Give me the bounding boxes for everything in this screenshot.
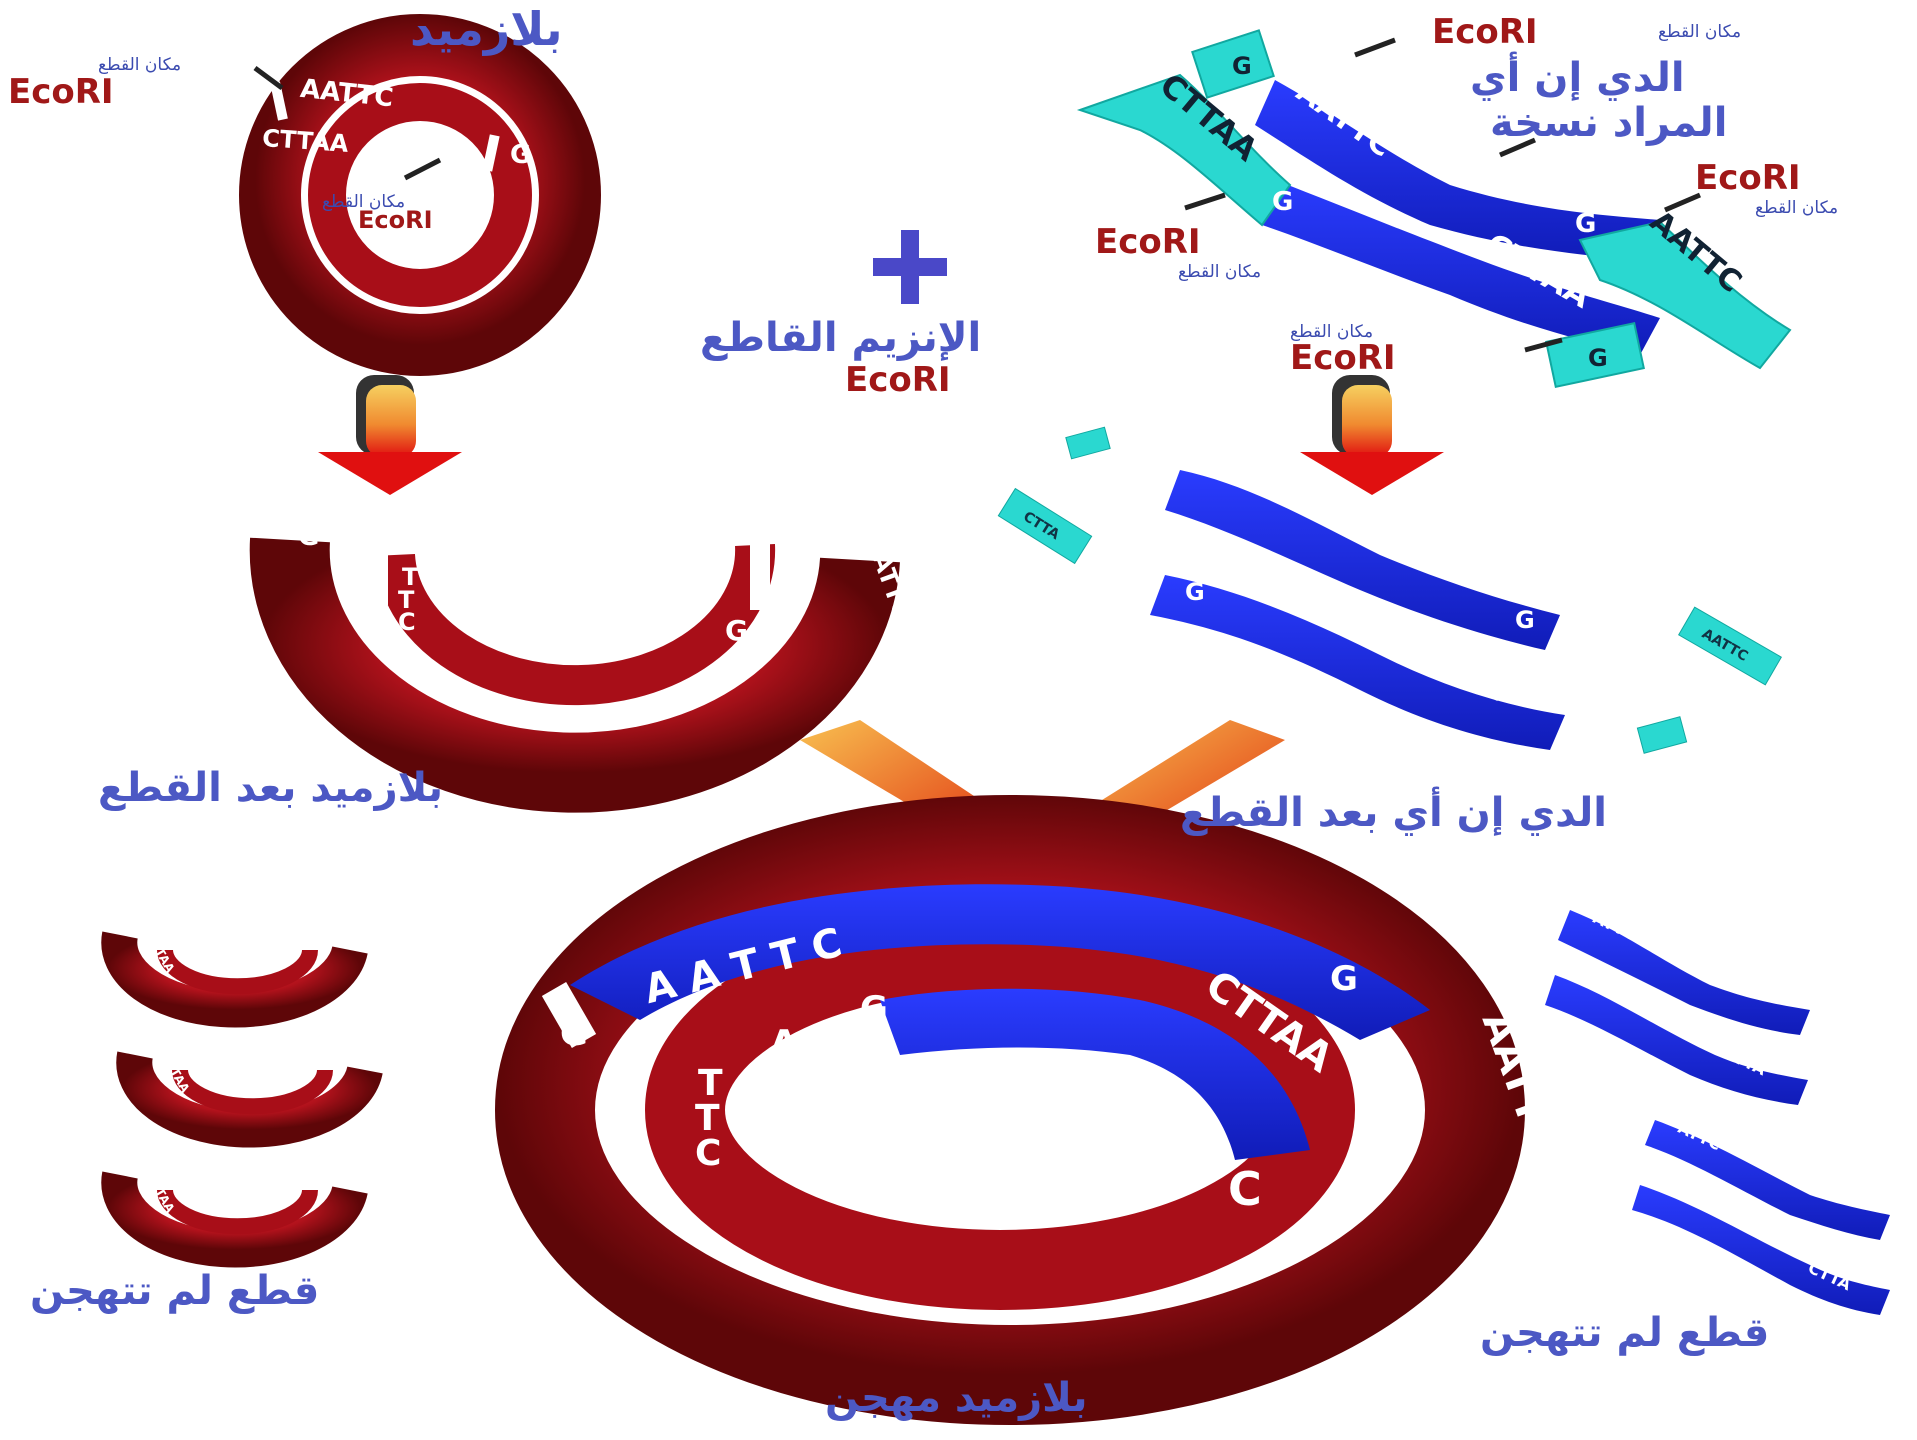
plasmid-hybrid: A A T T C G G AATTC A A G T T C CTTAA C <box>495 795 1565 1425</box>
plasmid-inner-cttaa: CTTAA <box>261 124 349 158</box>
cut-dna-g-2: G <box>1185 578 1205 606</box>
cyan-piece-4 <box>1636 716 1688 754</box>
mini-plasmid: TTAA <box>116 1051 383 1148</box>
hybrid-inner-g: G <box>860 989 888 1029</box>
ecori-label-right: EcoRI <box>1695 158 1801 198</box>
hybrid-inner-c: C <box>695 1133 721 1174</box>
hybrid-outer-ring <box>495 795 1525 1425</box>
plasmid-inner-g: G <box>510 140 531 170</box>
cut-g-left: G <box>298 522 319 552</box>
hybrid-outer-g-blue: G <box>1330 959 1358 999</box>
cut-t-2: T <box>398 586 415 614</box>
cut-a-1: A <box>450 512 472 545</box>
hybrid-outer-g-left: G <box>560 1014 588 1054</box>
cyan-piece-3 <box>1678 606 1782 686</box>
unhybridized-dna: ATTC CTTA ATTC CTTA <box>1545 908 1890 1315</box>
dna-after-cut-label: الدي إن أي بعد القطع <box>1180 790 1607 836</box>
plasmid-cut-outer <box>249 537 900 813</box>
hybrid-inner-t2: T <box>695 1098 720 1139</box>
cut-t-1: T <box>402 563 419 591</box>
cut-a-2: A <box>418 538 437 566</box>
sticky-end-bottom-right-g <box>1545 321 1645 389</box>
sticky-end-right-cyan <box>1578 220 1792 370</box>
hybrid-outer-blue-segment <box>570 884 1430 1040</box>
pointer-arrow-icon <box>1184 37 1701 353</box>
ecori-label-inner: EcoRI <box>358 206 433 234</box>
mini-dna <box>1632 1185 1890 1315</box>
sticky-end-top-left-g <box>1191 29 1275 99</box>
cut-g-right: G <box>725 614 748 647</box>
cut-site-label-mid: مكان القطع <box>1178 262 1262 282</box>
down-arrow-icon <box>1300 375 1444 495</box>
cut-dna-g-1: G <box>1515 606 1535 634</box>
hybrid-inner-ring <box>645 910 1355 1310</box>
hybrid-inner-blue-segment <box>880 988 1310 1160</box>
hybrid-inner-aag: A <box>770 1023 798 1064</box>
unhybridized-right-label: قطع لم تتهجن <box>1480 1310 1770 1356</box>
dna-top-strand <box>1255 80 1660 260</box>
ecori-label-tl: EcoRI <box>8 72 114 112</box>
hybrid-plasmid-label: بلازميد مهجن <box>825 1375 1088 1421</box>
mini-dna <box>1558 910 1810 1035</box>
plasmid-cut-gap-outer <box>270 81 288 121</box>
dna-bottom-strand <box>1262 180 1660 355</box>
cut-dna-bottom <box>1150 575 1565 750</box>
cyan-piece-1 <box>1065 426 1111 460</box>
cut-site-label-right: مكان القطع <box>1755 198 1839 218</box>
plasmid-after-cut-label: بلازميد بعد القطع <box>98 765 443 811</box>
sticky-g-bottom: G <box>1588 344 1608 372</box>
plasmid-cut-inner <box>375 544 776 706</box>
sticky-end-left-cyan <box>1076 73 1292 227</box>
cyan-piece-2 <box>997 487 1093 565</box>
dna-fragments-cut: AATTC G G CTTAA CTTA AATTC <box>997 426 1782 754</box>
plasmid-cut-gap-inner <box>482 134 500 172</box>
cut-site-label-inner: مكان القطع <box>322 192 406 212</box>
pointer-arrow-icon <box>253 65 442 181</box>
ecori-label-tr: EcoRI <box>1432 12 1538 52</box>
dna-bottom-g: G <box>1272 187 1293 217</box>
dna-to-copy-line2: المراد نسخة <box>1490 100 1728 146</box>
cut-site-label-tl: مكان القطع <box>98 55 182 75</box>
ecori-label-mid: EcoRI <box>1095 222 1201 262</box>
cut-dna-top <box>1165 470 1560 650</box>
enzyme-ecori: EcoRI <box>845 360 951 400</box>
ecori-label-low: EcoRI <box>1290 338 1396 378</box>
hybrid-inner-t1: T <box>698 1063 723 1104</box>
cut-site-label-tr: مكان القطع <box>1658 22 1742 42</box>
plus-icon <box>873 230 947 304</box>
down-arrow-icon <box>318 375 462 495</box>
unhybridized-left-label: قطع لم تتهجن <box>30 1268 320 1314</box>
plasmid-inner-ring <box>308 83 532 307</box>
mini-plasmid: TTAA <box>101 931 368 1028</box>
mini-dna <box>1645 1120 1890 1240</box>
hybrid-inner-c-bottom: C <box>1228 1162 1262 1216</box>
unhybridized-plasmids: TTAA TTAA TTAA <box>101 931 383 1268</box>
mini-dna <box>1545 975 1808 1105</box>
mini-plasmid: TTAA <box>101 1171 368 1268</box>
dna-to-copy-line1: الدي إن أي <box>1470 55 1685 101</box>
plasmid-cut: G A A T T C G AATTC <box>249 512 916 813</box>
dna-strands-intact: AATTC G G CTTAA CTTAA G AATTC G <box>1076 29 1792 389</box>
plasmid-intact: AATTC G CTTAA G <box>238 14 601 376</box>
cut-site-label-low: مكان القطع <box>1290 322 1374 342</box>
sticky-g-top: G <box>1232 52 1252 80</box>
plasmid-outer-ring <box>239 14 601 376</box>
plasmid-title: بلازميد <box>410 2 563 56</box>
cut-c: C <box>398 608 416 636</box>
dna-top-g: G <box>1575 209 1596 239</box>
hybrid-inner-a2: A <box>760 1059 787 1099</box>
enzyme-label: الإنزيم القاطع <box>700 315 982 361</box>
plasmid-outer-g: G <box>238 92 259 122</box>
